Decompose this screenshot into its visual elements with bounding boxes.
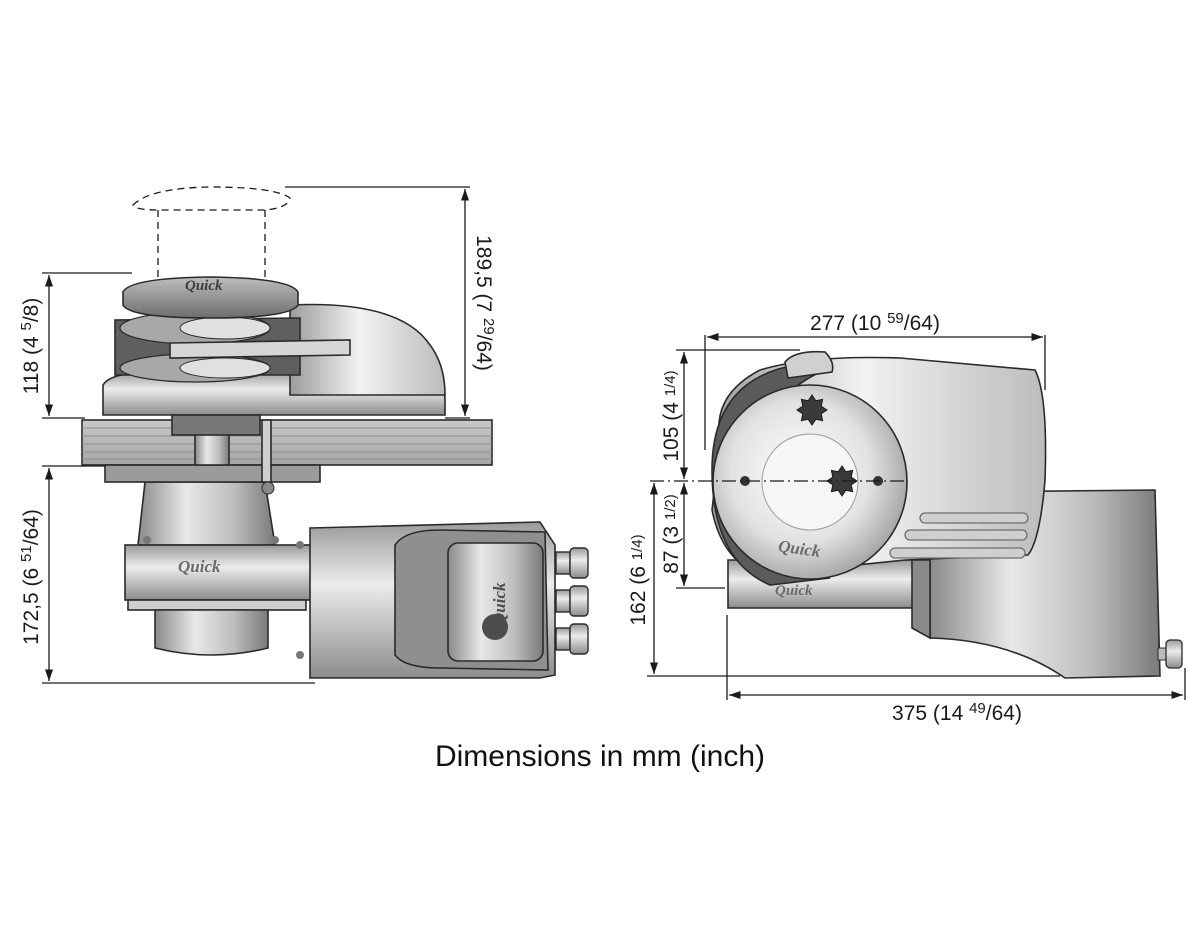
- dims-right: [647, 332, 1186, 700]
- cable-glands: [555, 547, 589, 655]
- dim-height-below: 172,5 (6 51/64): [18, 509, 43, 645]
- dim-height-total: 189,5 (7 29/64): [472, 235, 497, 371]
- dim-height-top: 118 (4 5/8): [18, 298, 43, 395]
- top-view: Quick Quick 277 (10 59/64) 375 (14 4: [627, 310, 1186, 725]
- star-knob-icon: [796, 394, 828, 426]
- star-knob-shape: [796, 394, 828, 426]
- dims-left: [42, 186, 470, 684]
- gypsy-disc: Quick: [712, 384, 908, 580]
- gearbox: Quick: [124, 481, 316, 659]
- raised-cap-outline: [132, 186, 291, 278]
- deck-plate: [81, 419, 493, 495]
- dim-h87: 87 (3 1/2): [660, 494, 683, 574]
- windlass-top: Quick: [102, 276, 446, 436]
- base-logo: Quick: [775, 583, 813, 599]
- dim-width-top: 277 (10 59/64): [810, 310, 940, 335]
- dim-width-total: 375 (14 49/64): [892, 700, 1022, 725]
- gearbox-logo: Quick: [178, 557, 221, 576]
- dim-h105: 105 (4 1/4): [660, 370, 683, 461]
- cover-vents: [889, 512, 1029, 559]
- cap-logo: Quick: [185, 278, 223, 294]
- side-view: Quick Quick: [18, 186, 589, 684]
- motor: Quick: [309, 521, 589, 679]
- dim-h162: 162 (6 1/4): [627, 534, 650, 625]
- caption: Dimensions in mm (inch): [434, 740, 766, 773]
